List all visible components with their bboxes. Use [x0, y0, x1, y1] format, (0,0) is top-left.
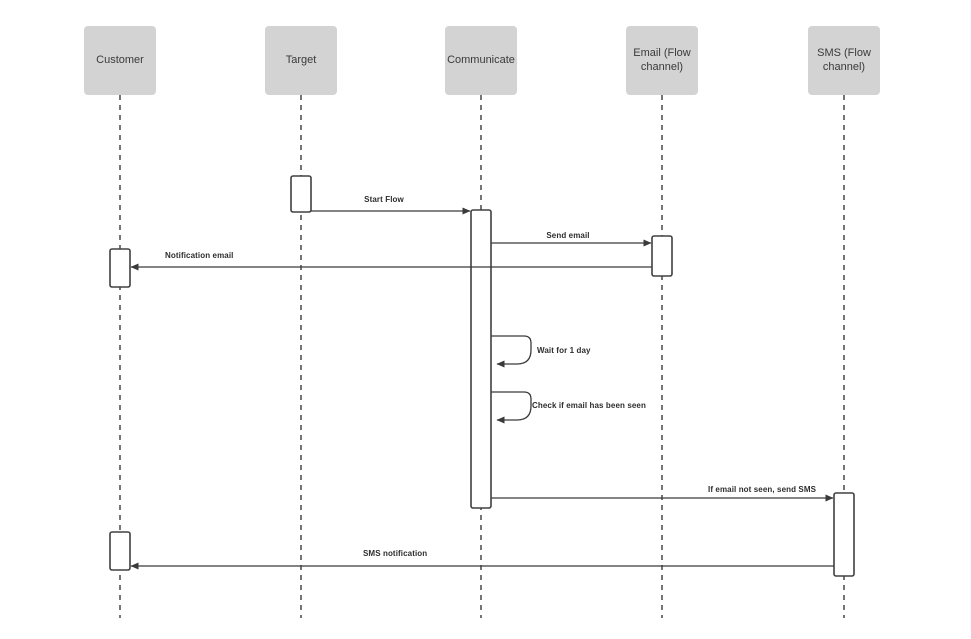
message-label-sms-notification: SMS notification: [363, 549, 428, 558]
message-label-wait-1-day: Wait for 1 day: [537, 346, 591, 355]
lifeline-header-email: Email (Flow channel): [626, 26, 698, 95]
message-label-notification-email: Notification email: [165, 251, 234, 260]
message-label-send-email: Send email: [546, 231, 590, 240]
message-label-check-email-seen: Check if email has been seen: [532, 401, 646, 410]
message-self-wait-1-day: [491, 335, 532, 368]
message-self-check-email-seen: [491, 391, 532, 424]
lifeline-header-customer: Customer: [84, 26, 156, 95]
activation-email: [651, 235, 673, 277]
activation-customer-1: [109, 248, 131, 288]
activation-customer-2: [109, 531, 131, 571]
activation-sms: [833, 492, 855, 577]
activation-communicate: [470, 209, 492, 509]
lifeline-header-communicate: Communicate: [445, 26, 517, 95]
message-label-if-not-seen-send-sms: If email not seen, send SMS: [708, 485, 817, 494]
lifeline-header-target: Target: [265, 26, 337, 95]
message-label-start-flow: Start Flow: [364, 195, 404, 204]
activation-target: [290, 175, 312, 213]
lifeline-header-sms: SMS (Flow channel): [808, 26, 880, 95]
